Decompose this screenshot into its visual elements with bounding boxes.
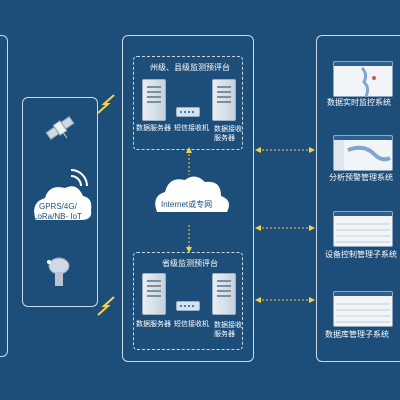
county-platform-box: 州级、县级监测预评台 数据服务器 短信接收机 数据接收服务器 — [133, 56, 243, 150]
receive-server-icon — [212, 79, 236, 121]
table-screenshot — [333, 211, 393, 247]
satellite-icon — [45, 115, 75, 141]
network-cloud-line2: LoRa/NB- IoT — [33, 212, 82, 221]
network-panel: GPRS/4G/ LoRa/NB- IoT — [22, 97, 98, 307]
network-cloud-line1: GPRS/4G/ — [39, 202, 77, 211]
province-platform-box: 省级监测预评台 数据服务器 短信接收机 数据接收服务器 — [133, 252, 243, 350]
data-server-icon — [142, 273, 166, 315]
data-server-label: 数据服务器 — [136, 321, 171, 328]
lightning-icon — [97, 296, 115, 316]
county-to-systems-link — [255, 147, 315, 153]
left-edge-panel — [0, 35, 8, 357]
lightning-icon — [97, 94, 115, 114]
system-label-database: 数据库管理子系统 — [325, 330, 389, 339]
province-to-systems-link — [255, 297, 315, 303]
systems-panel: 数据实时监控系统 分析预警管理系统 设备控制管理子系统 数据库管理子系统 — [316, 35, 400, 362]
sms-receiver-label: 短信接收机 — [174, 125, 209, 132]
sms-receiver-icon — [176, 107, 200, 117]
receive-server-label: 数据接收服务器 — [214, 322, 242, 338]
sms-receiver-icon — [176, 301, 200, 311]
radar-antenna-icon — [47, 257, 70, 286]
network-cloud-icon — [34, 186, 92, 220]
system-label-device-control: 设备控制管理子系统 — [325, 250, 397, 259]
internet-cloud-label: Internet或专网 — [161, 200, 213, 209]
receive-server-icon — [212, 273, 236, 315]
county-platform-title: 州级、县级监测预评台 — [150, 63, 230, 72]
receive-server-label: 数据接收服务器 — [214, 126, 242, 142]
map-screenshot — [333, 135, 393, 171]
internet-cloud-icon — [155, 176, 229, 212]
cloud-to-systems-link — [255, 225, 315, 231]
province-platform-title: 省级监测预评台 — [162, 259, 218, 268]
signal-icon — [70, 169, 88, 187]
system-label-analysis-warning: 分析预警管理系统 — [329, 173, 393, 182]
map-screenshot — [333, 61, 393, 97]
table-screenshot — [333, 291, 393, 327]
sms-receiver-label: 短信接收机 — [174, 321, 209, 328]
platform-panel: 州级、县级监测预评台 数据服务器 短信接收机 数据接收服务器 Internet或… — [122, 35, 254, 362]
system-label-realtime-monitor: 数据实时监控系统 — [327, 98, 391, 107]
data-server-icon — [142, 79, 166, 121]
data-server-label: 数据服务器 — [136, 125, 171, 132]
